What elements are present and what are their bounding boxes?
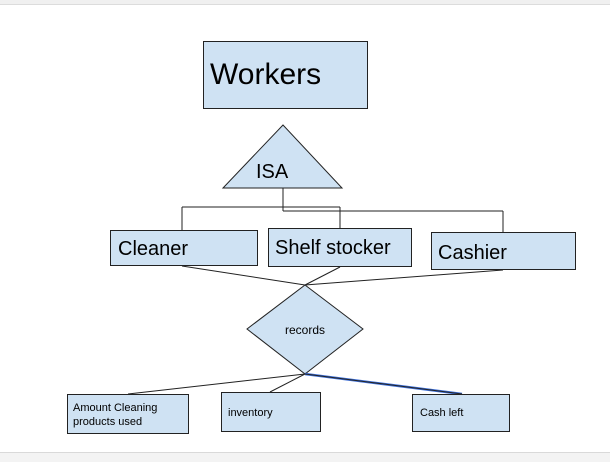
records-to-amount [127,373,306,395]
records-to-cash [304,373,463,395]
shelf-to-records [304,266,341,286]
records-label: records [285,323,326,337]
amount-cleaning-attribute[interactable]: Amount Cleaning products used [67,394,189,434]
records-to-inventory [269,373,306,393]
bottom-scroll-edge [0,452,610,462]
cleaner-to-records [181,265,306,286]
cleaner-entity[interactable]: Cleaner [110,230,258,266]
shelf-stocker-label: Shelf stocker [275,237,391,259]
cashier-entity[interactable]: Cashier [431,232,576,270]
inventory-attribute[interactable]: inventory [221,392,321,432]
top-toolbar-edge [0,0,610,5]
amount-cleaning-label: Amount Cleaning products used [73,402,158,428]
shelf-stocker-entity[interactable]: Shelf stocker [268,228,412,267]
inventory-label: inventory [228,407,273,419]
cash-left-attribute[interactable]: Cash left [412,394,510,432]
cash-left-label: Cash left [420,407,464,419]
cashier-to-records [304,269,504,286]
isa-label: ISA [256,161,289,183]
workers-label: Workers [210,58,322,91]
workers-entity[interactable]: Workers [203,41,368,109]
cleaner-label: Cleaner [118,238,189,260]
cashier-label: Cashier [438,242,507,264]
